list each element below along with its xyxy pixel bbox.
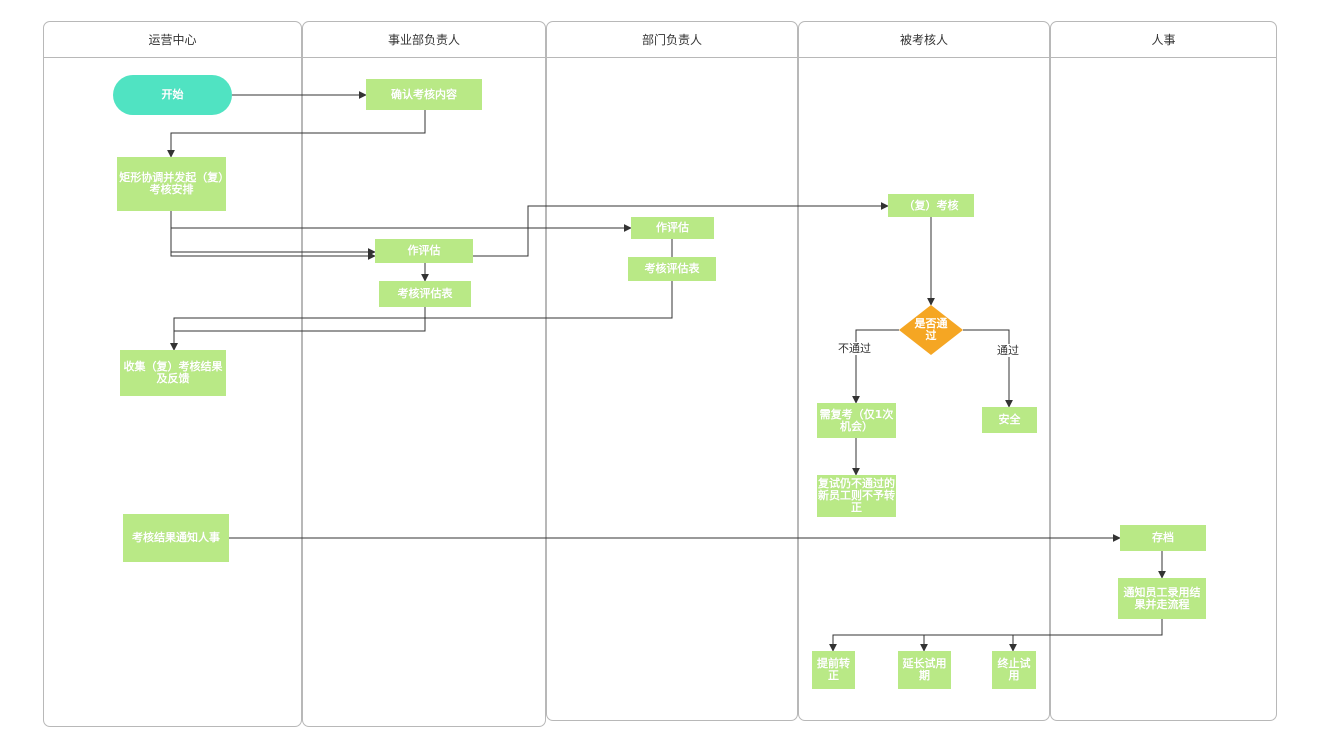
edge-coordinate-dept-assess	[170, 211, 632, 232]
division-assess-node: 作评估	[375, 239, 473, 263]
division-form-node: 考核评估表	[379, 281, 471, 307]
archive-node: 存档	[1120, 525, 1206, 551]
edge-decision-retake	[852, 329, 899, 404]
extend-probation-node: 延长试用期	[898, 651, 951, 689]
terminate-probation-node: 终止试用	[992, 651, 1036, 689]
fail-edge-label: 不通过	[836, 342, 873, 355]
early-regularization-node: 提前转正	[812, 651, 855, 689]
notify-employee-node: 通知员工录用结果并走流程	[1118, 578, 1206, 619]
edge-division-form-collect	[170, 307, 426, 351]
coordinate-node: 矩形协调并发起（复）考核安排	[117, 157, 226, 211]
confirm-content-node: 确认考核内容	[366, 79, 482, 110]
start-node: 开始	[113, 75, 232, 115]
reassess-node: （复）考核	[888, 194, 974, 217]
edge-coordinate-division-assess-2	[170, 211, 376, 260]
lane-division-head: 事业部负责人	[302, 21, 546, 727]
edge-coordinate-division-assess	[170, 211, 376, 256]
fail-again-node: 复试仍不通过的新员工则不予转正	[817, 475, 896, 517]
safe-node: 安全	[982, 407, 1037, 433]
lane-header: 人事	[1051, 22, 1276, 58]
edge-decision-safe	[963, 329, 1013, 408]
pass-edge-label: 通过	[995, 344, 1021, 357]
decision-label: 是否通过	[914, 317, 948, 342]
collect-results-node: 收集（复）考核结果及反馈	[120, 350, 226, 396]
dept-form-node: 考核评估表	[628, 257, 716, 281]
notify-hr-node: 考核结果通知人事	[123, 514, 229, 562]
edge-confirm-coordinate	[167, 110, 426, 158]
edge-notify-outcomes	[829, 619, 1163, 652]
lane-header: 运营中心	[44, 22, 301, 58]
decision-diamond	[899, 305, 963, 355]
lane-department-head: 部门负责人	[546, 21, 798, 721]
lane-assessee: 被考核人	[798, 21, 1050, 721]
edge-dept-form-collect	[170, 281, 673, 351]
lane-header: 被考核人	[799, 22, 1049, 58]
retake-node: 需复考（仅1次机会）	[817, 403, 896, 438]
lane-header: 部门负责人	[547, 22, 797, 58]
dept-assess-node: 作评估	[631, 217, 714, 239]
edge-division-assess-reassess	[473, 202, 889, 257]
lane-header: 事业部负责人	[303, 22, 545, 58]
